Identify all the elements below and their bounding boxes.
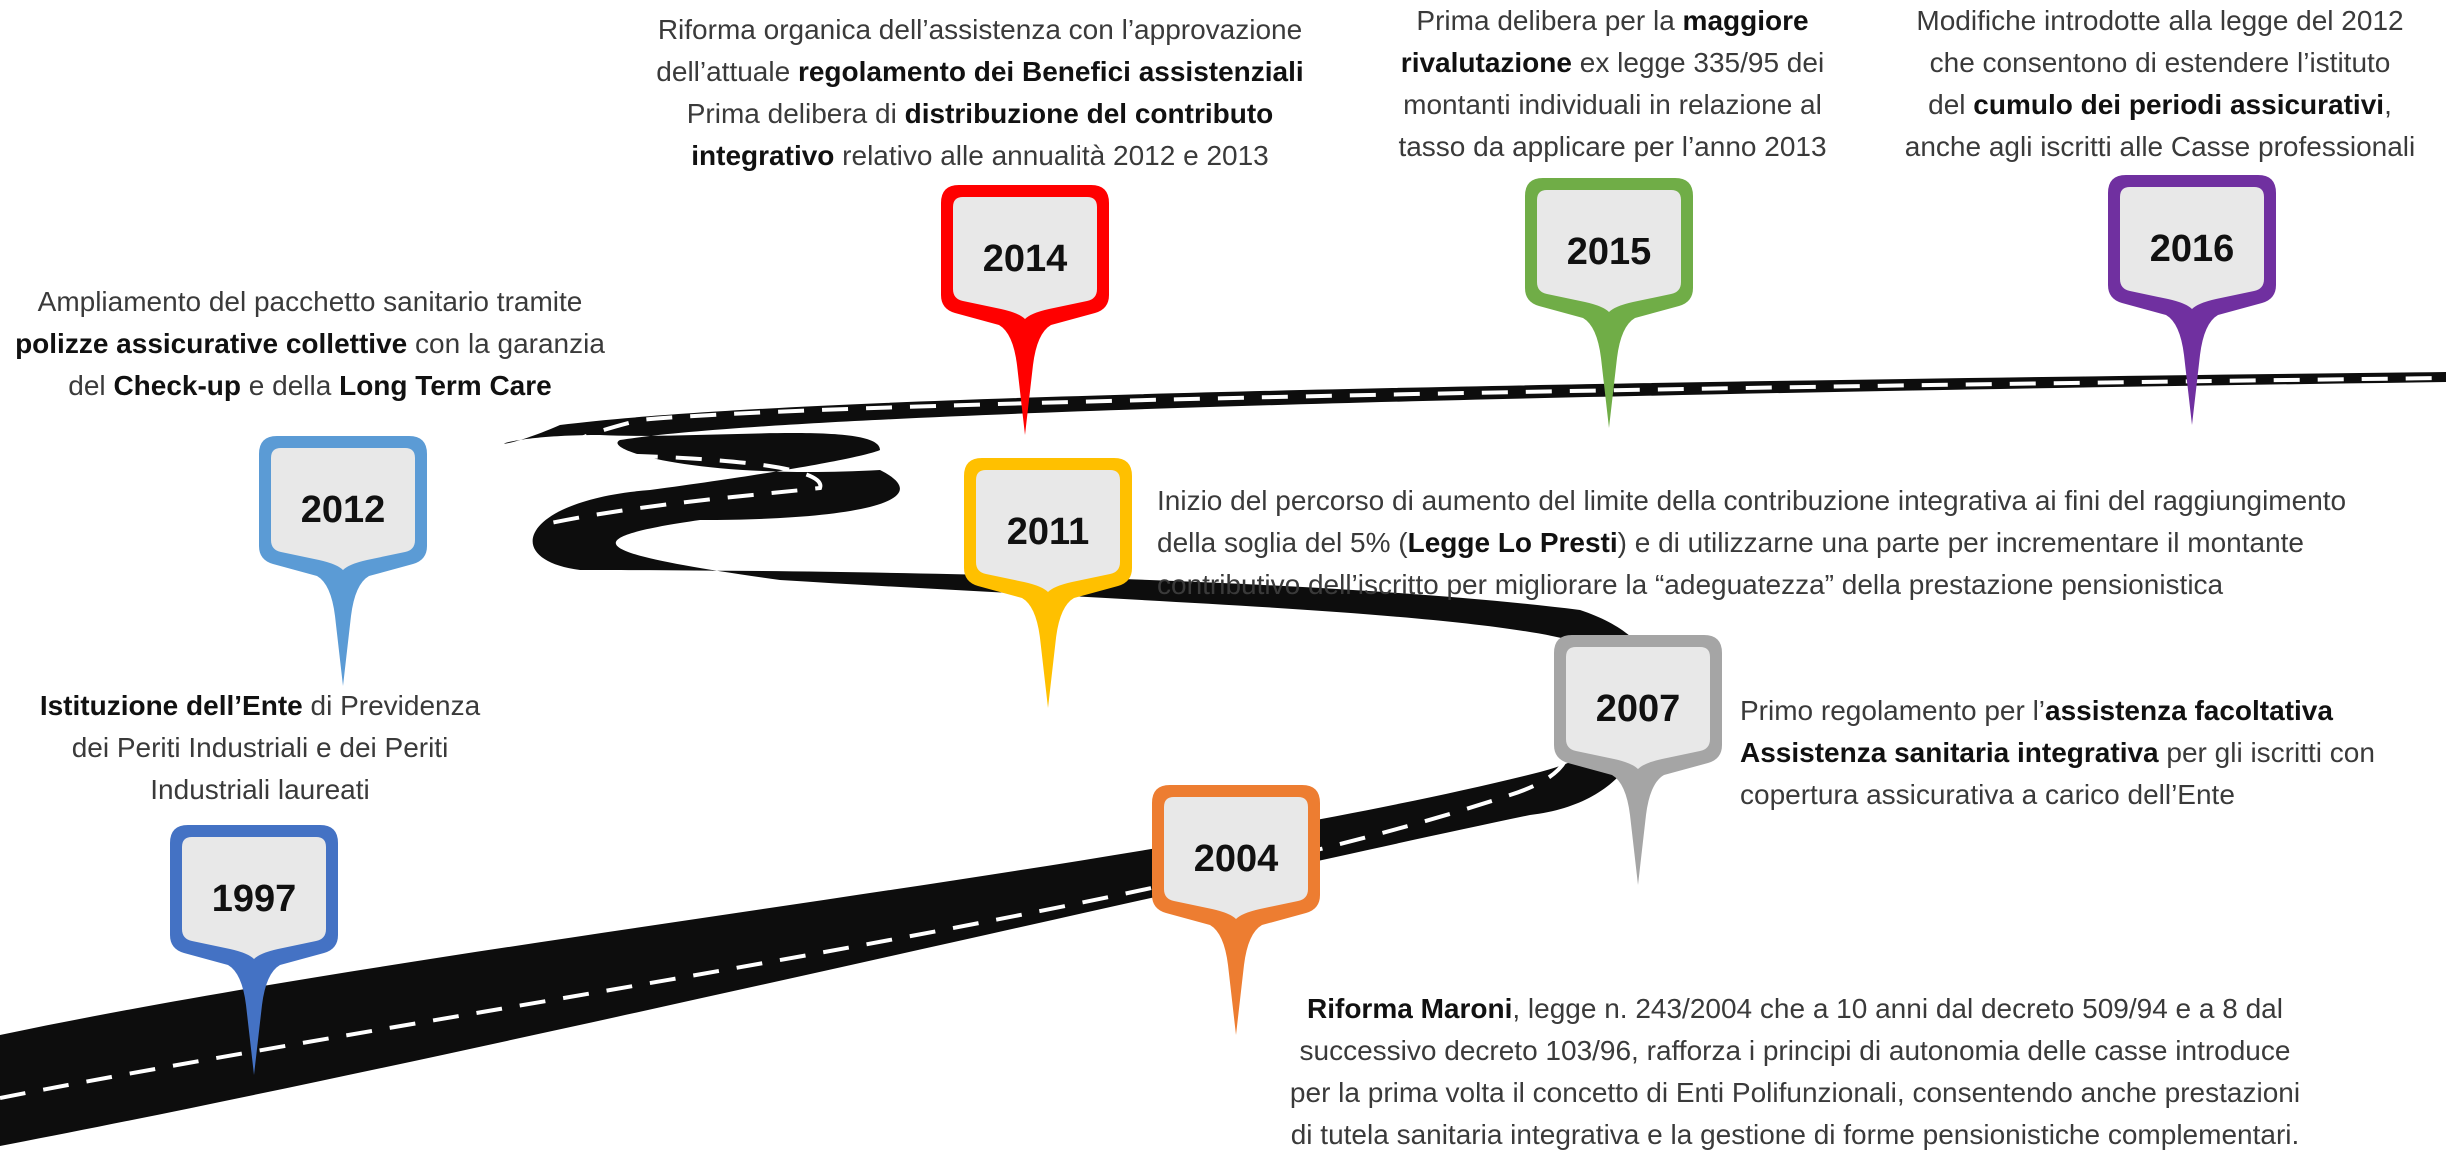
milestone-year-1997: 1997 (211, 878, 297, 920)
milestone-pin-2016: 2016 (2108, 175, 2276, 425)
milestone-2015-description: Prima delibera per la maggiore rivalutaz… (1335, 0, 1890, 168)
milestone-2016-line-3: del cumulo dei periodi assicurativi, (1928, 89, 2392, 120)
milestone-2014-line-3: Prima delibera di distribuzione del cont… (686, 98, 1274, 129)
milestone-2004-line-4: di tutela sanitaria integrativa e la ges… (1290, 1119, 2300, 1150)
milestone-2016-description: Modifiche introdotte alla legge del 2012… (1880, 0, 2440, 168)
milestone-pin-2007: 2007 (1554, 635, 1722, 885)
milestone-2012-description: Ampliamento del pacchetto sanitario tram… (0, 281, 620, 407)
milestone-pin-2004: 2004 (1152, 785, 1320, 1035)
milestone-2004-line-1: Riforma Maroni, legge n. 243/2004 che a … (1307, 993, 2283, 1024)
milestone-year-2014: 2014 (982, 238, 1068, 280)
milestone-2012-line-2: polizze assicurative collettive con la g… (15, 328, 605, 359)
milestone-2014-description: Riforma organica dell’assistenza con l’a… (610, 9, 1350, 177)
milestone-pin-2015: 2015 (1525, 178, 1693, 428)
milestone-2011-line-3: contributivo dell’iscritto per migliorar… (1157, 569, 2224, 600)
milestone-2007-description: Primo regolamento per l’assistenza facol… (1740, 690, 2440, 816)
milestone-2011-line-2: della soglia del 5% (Legge Lo Presti) e … (1157, 527, 2304, 558)
milestone-2016-line-4: anche agli iscritti alle Casse professio… (1904, 131, 2416, 162)
milestone-pin-2014: 2014 (941, 185, 1109, 435)
road-surface (0, 372, 2446, 1146)
milestone-year-2007: 2007 (1595, 688, 1681, 730)
milestone-2004-description: Riforma Maroni, legge n. 243/2004 che a … (1255, 988, 2335, 1156)
milestone-year-2016: 2016 (2149, 228, 2235, 270)
milestone-2011-line-1: Inizio del percorso di aumento del limit… (1157, 485, 2347, 516)
milestone-2016-line-1: Modifiche introdotte alla legge del 2012 (1916, 5, 2404, 36)
milestone-2014-line-1: Riforma organica dell’assistenza con l’a… (657, 14, 1303, 45)
milestone-2004-line-2: successivo decreto 103/96, rafforza i pr… (1299, 1035, 2291, 1066)
milestone-2015-line-2: rivalutazione ex legge 335/95 dei (1400, 47, 1825, 78)
milestone-2007-line-2: Assistenza sanitaria integrativa per gli… (1740, 737, 2375, 768)
milestone-1997-description: Istituzione dell’Ente di Previdenza dei … (0, 685, 520, 811)
milestone-1997-line-3: Industriali laureati (150, 774, 370, 805)
milestone-year-2015: 2015 (1566, 231, 1652, 273)
milestone-pin-1997: 1997 (170, 825, 338, 1075)
milestone-2004-line-3: per la prima volta il concetto di Enti P… (1289, 1077, 2301, 1108)
milestone-year-2011: 2011 (1006, 511, 1090, 553)
milestone-2015-line-1: Prima delibera per la maggiore (1416, 5, 1809, 36)
milestone-2015-line-4: tasso da applicare per l’anno 2013 (1398, 131, 1827, 162)
milestone-pin-2011: 2011 (964, 458, 1132, 708)
milestone-2016-line-2: che consentono di estendere l’istituto (1929, 47, 2391, 78)
milestone-2007-line-1: Primo regolamento per l’assistenza facol… (1740, 695, 2333, 726)
milestone-year-2004: 2004 (1193, 838, 1279, 880)
milestone-year-2012: 2012 (300, 489, 386, 531)
milestone-1997-line-2: dei Periti Industriali e dei Periti (71, 732, 449, 763)
milestone-pin-2012: 2012 (259, 436, 427, 686)
milestone-2014-line-2: dell’attuale regolamento dei Benefici as… (656, 56, 1304, 87)
milestone-2012-line-3: del Check-up e della Long Term Care (68, 370, 552, 401)
milestone-2015-line-3: montanti individuali in relazione al (1403, 89, 1822, 120)
milestone-2007-line-3: copertura assicurativa a carico dell’Ent… (1740, 779, 2235, 810)
milestone-2011-description: Inizio del percorso di aumento del limit… (1157, 480, 2442, 606)
milestone-1997-line-1: Istituzione dell’Ente di Previdenza (39, 690, 481, 721)
milestone-2014-line-4: integrativo relativo alle annualità 2012… (691, 140, 1269, 171)
milestone-2012-line-1: Ampliamento del pacchetto sanitario tram… (37, 286, 583, 317)
